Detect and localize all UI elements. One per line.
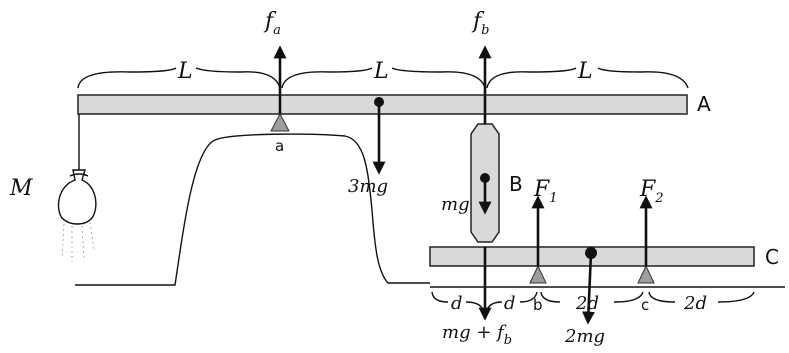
- ground-outline: [75, 133, 430, 286]
- brace-L3: [486, 67, 689, 89]
- label-A: A: [697, 92, 711, 116]
- label-L1: L: [177, 59, 193, 84]
- label-3mg: 3mg: [348, 176, 388, 197]
- label-2mg: 2mg: [564, 326, 605, 347]
- brace-L1: [77, 67, 281, 89]
- label-2d1: 2d: [575, 293, 599, 314]
- sack-tie: [69, 173, 89, 177]
- label-mg: mg: [441, 194, 470, 215]
- brace-2d2: [648, 291, 755, 303]
- label-L3: L: [577, 59, 593, 84]
- label-fa: fa: [263, 9, 281, 38]
- label-a: a: [275, 137, 284, 155]
- label-d2: d: [504, 293, 516, 314]
- sack-m: [57, 169, 97, 225]
- label-F2: F2: [639, 177, 664, 206]
- brace-2d1: [540, 291, 644, 303]
- arrow-2mg: [581, 252, 595, 325]
- label-L2: L: [373, 59, 389, 84]
- label-mg-fb: mg + fb: [442, 322, 512, 348]
- label-fb: fb: [471, 9, 489, 38]
- label-2d2: 2d: [683, 293, 707, 314]
- fulcrum-b: [529, 264, 547, 284]
- fulcrum-c: [637, 264, 655, 284]
- label-b: b: [533, 296, 543, 314]
- brace-L2: [281, 67, 486, 89]
- fulcrum-a: [270, 112, 290, 132]
- sack-drips: [61, 221, 95, 262]
- label-B: B: [509, 172, 523, 196]
- label-c: c: [641, 296, 649, 314]
- label-M: M: [9, 176, 33, 201]
- label-C: C: [765, 245, 779, 269]
- label-F1: F1: [533, 177, 558, 206]
- label-d1: d: [451, 293, 463, 314]
